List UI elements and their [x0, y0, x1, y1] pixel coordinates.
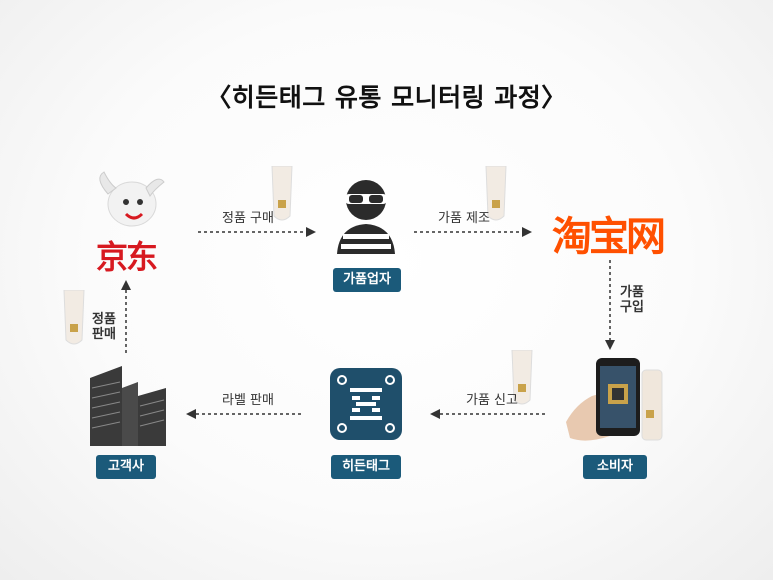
flow-label-counterfeit-report: 가품 신고	[466, 393, 518, 408]
flow-label-genuine-sale: 정품 판매	[92, 312, 116, 342]
flow-label-label-sale: 라벨 판매	[222, 393, 274, 408]
hiddentag-icon	[330, 368, 402, 440]
diagram-title: 〈히든태그 유통 모니터링 과정〉	[206, 83, 567, 112]
counterfeiter-icon	[333, 176, 399, 256]
flow-label-genuine-purchase: 정품 구매	[222, 211, 274, 226]
arrow-genuine-purchase	[198, 226, 316, 238]
arrow-label-sale	[186, 408, 304, 420]
flow-label-line: 가품	[620, 285, 644, 300]
consumer-badge: 소비자	[583, 455, 647, 479]
arrow-counterfeit-making	[414, 226, 532, 238]
consumer-phone-icon	[566, 356, 666, 444]
arrow-genuine-sale	[120, 280, 132, 356]
taobao-logo: 淘宝网	[552, 214, 666, 260]
product-tube-icon	[60, 290, 88, 348]
product-tube-icon	[508, 350, 536, 408]
jd-mascot-icon	[88, 170, 168, 234]
arrow-counterfeit-buy	[604, 260, 616, 350]
flow-label-counterfeit-buy: 가품 구입	[620, 285, 644, 315]
buildings-icon	[88, 362, 168, 446]
customer-company-badge: 고객사	[96, 455, 156, 479]
flow-label-line: 정품	[92, 312, 116, 327]
flow-label-counterfeit-making: 가품 제조	[438, 211, 490, 226]
hiddentag-badge: 히든태그	[331, 455, 401, 479]
arrow-counterfeit-report	[430, 408, 548, 420]
product-tube-icon	[268, 166, 296, 224]
counterfeiter-badge: 가품업자	[333, 268, 401, 292]
flow-label-line: 판매	[92, 327, 116, 342]
product-tube-icon	[482, 166, 510, 224]
jd-logo: 京东	[96, 238, 158, 276]
flow-label-line: 구입	[620, 300, 644, 315]
